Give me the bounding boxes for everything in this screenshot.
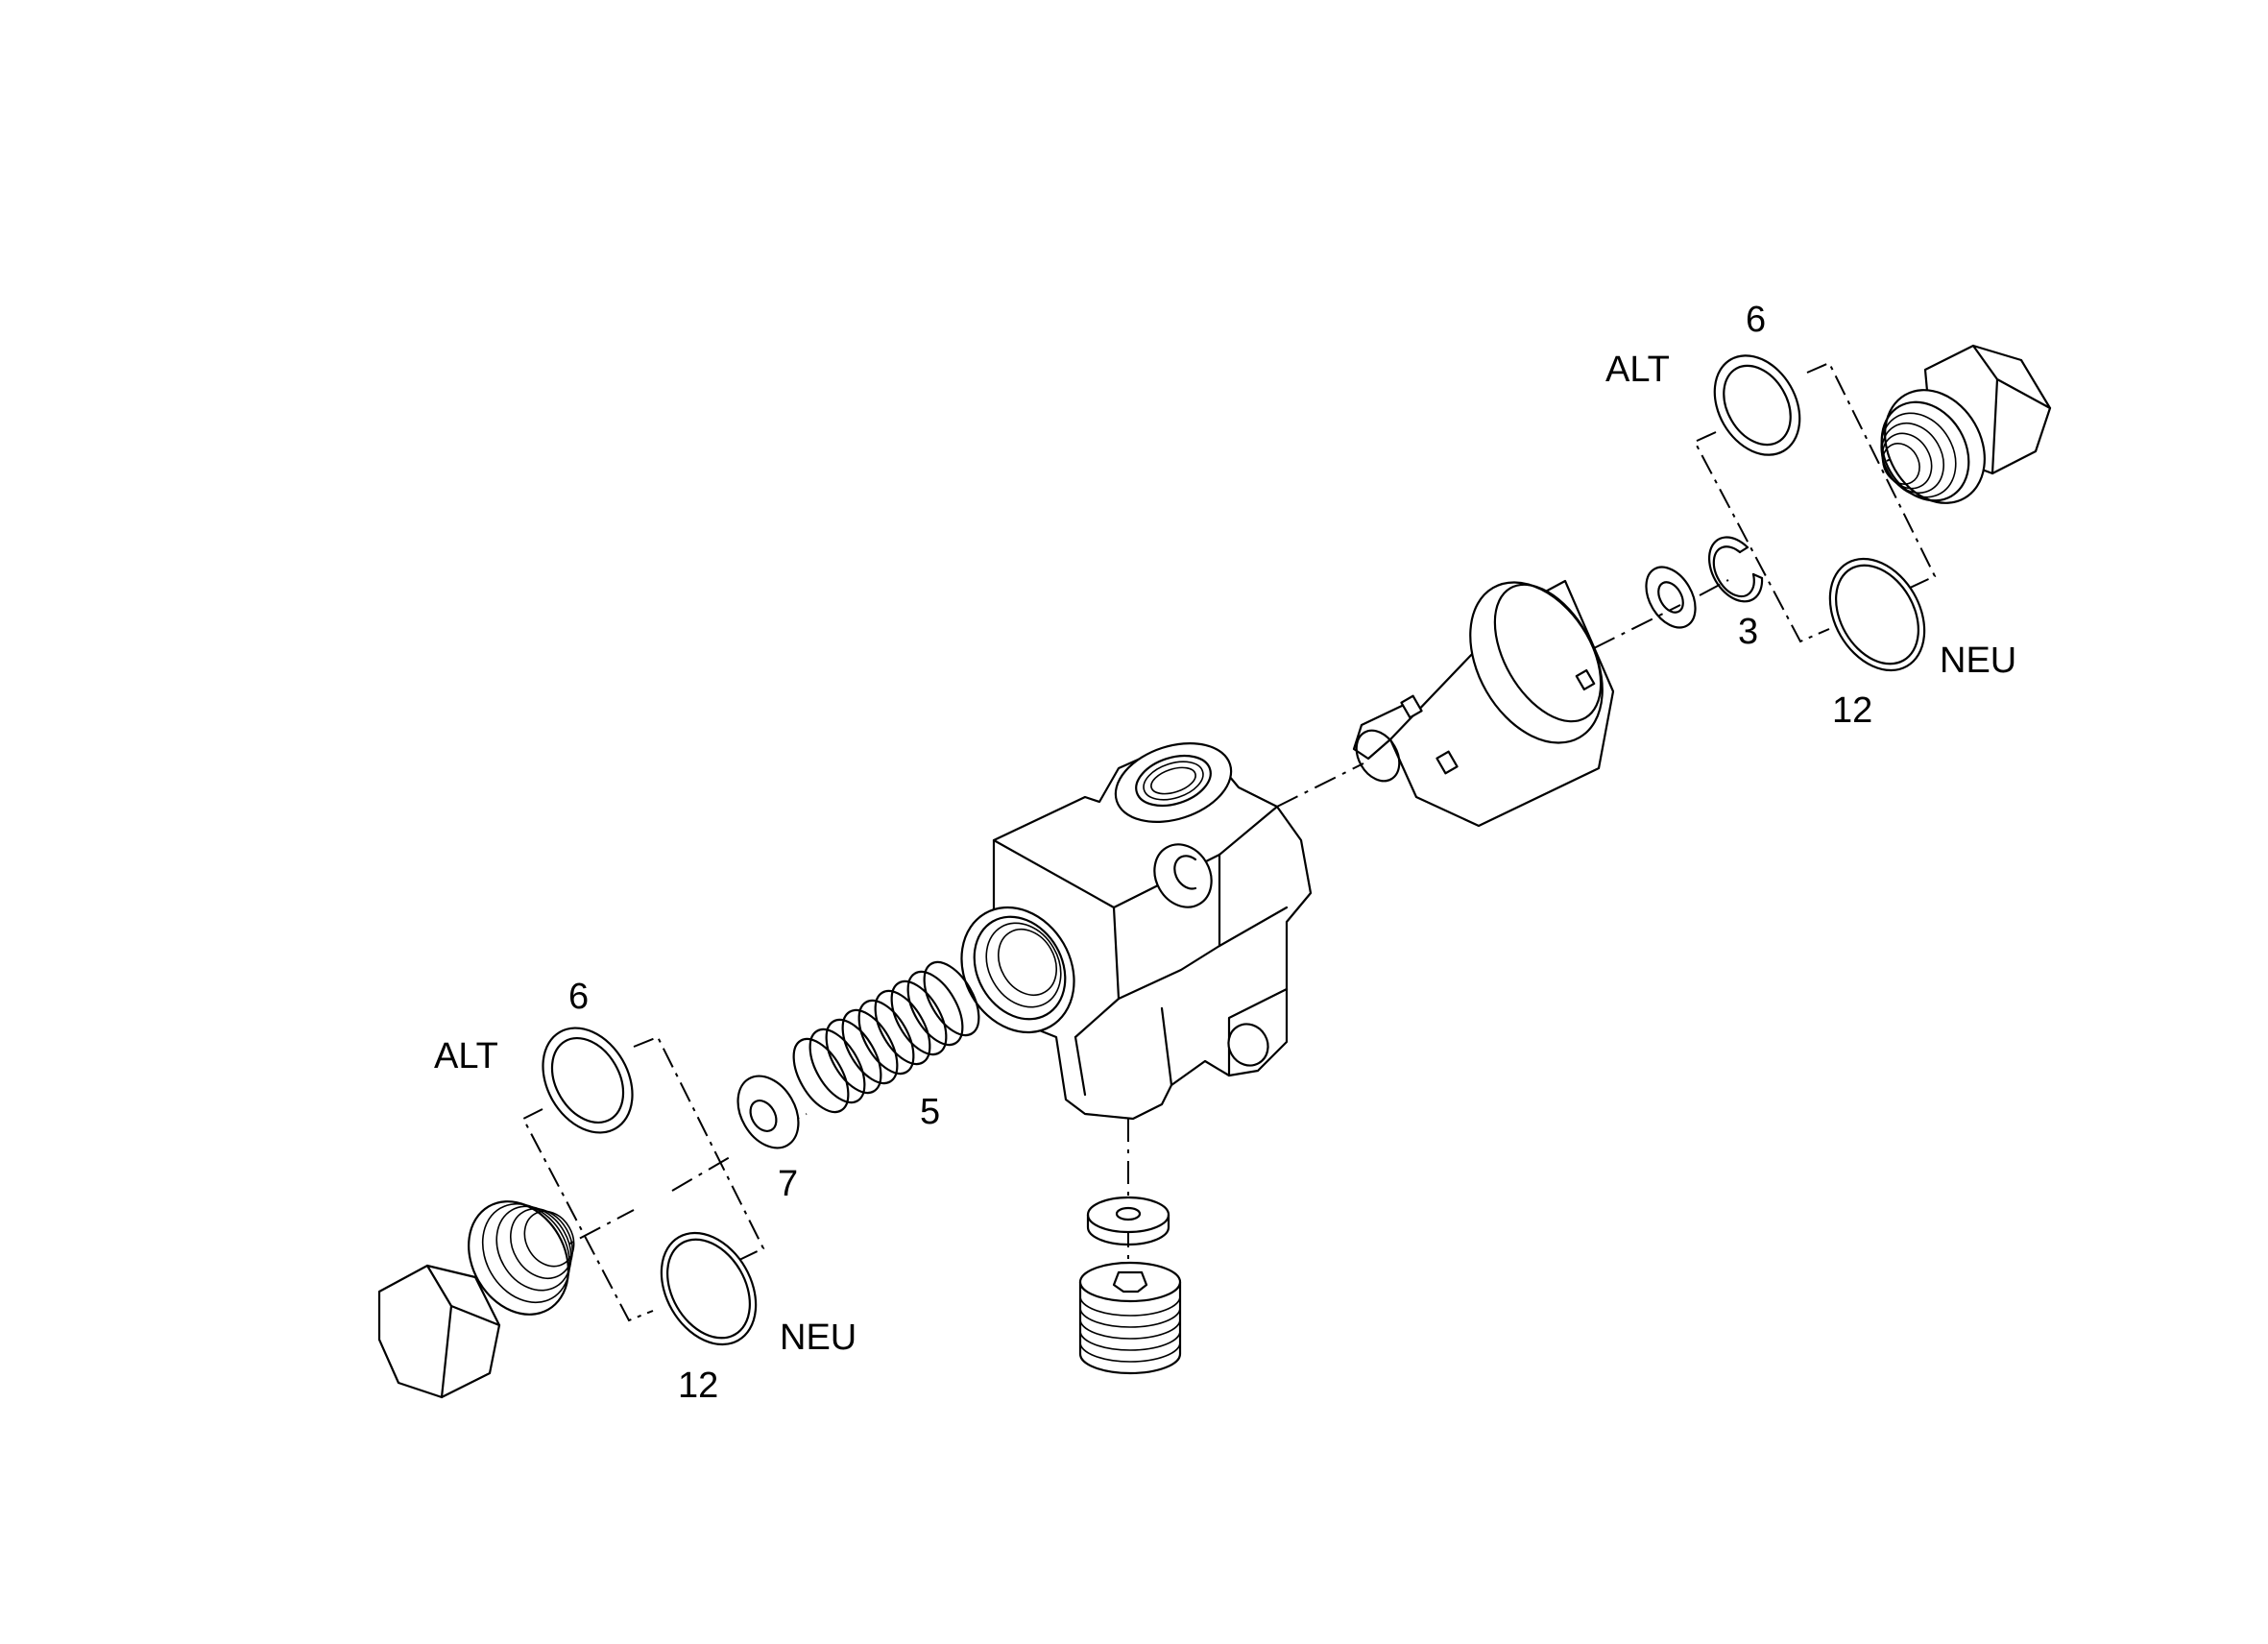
washer-right [1645,566,1697,629]
washer-bottom [1086,1196,1170,1246]
alt-neu-bracket-left [521,1035,765,1322]
label-7-left: 7 [778,1164,798,1204]
o-ring-neu-right [1828,557,1926,672]
label-3-right: 3 [1738,612,1758,652]
label-neu-left: NEU [780,1318,857,1358]
threaded-plug-left [377,1200,575,1399]
label-5-spring: 5 [920,1092,940,1132]
o-ring-alt-left [542,1027,634,1134]
washer-left [736,1075,800,1149]
compression-spring [792,960,980,1114]
label-alt-right: ALT [1605,350,1670,390]
threaded-plug-right [1880,344,2052,504]
o-ring-alt-right [1713,354,1801,456]
label-6-right: 6 [1746,300,1766,340]
label-6-left: 6 [568,977,589,1017]
valve-housing [960,741,1313,1121]
label-alt-left: ALT [434,1036,498,1076]
snap-ring-right [1707,536,1764,603]
label-12-left: 12 [678,1366,718,1406]
piston-sleeve [1352,579,1615,828]
o-ring-neu-left [660,1231,758,1346]
label-12-right: 12 [1832,690,1872,731]
label-neu-right: NEU [1940,641,2016,681]
alt-neu-bracket-right [1693,361,1937,643]
threaded-plug-bottom [1078,1261,1182,1375]
